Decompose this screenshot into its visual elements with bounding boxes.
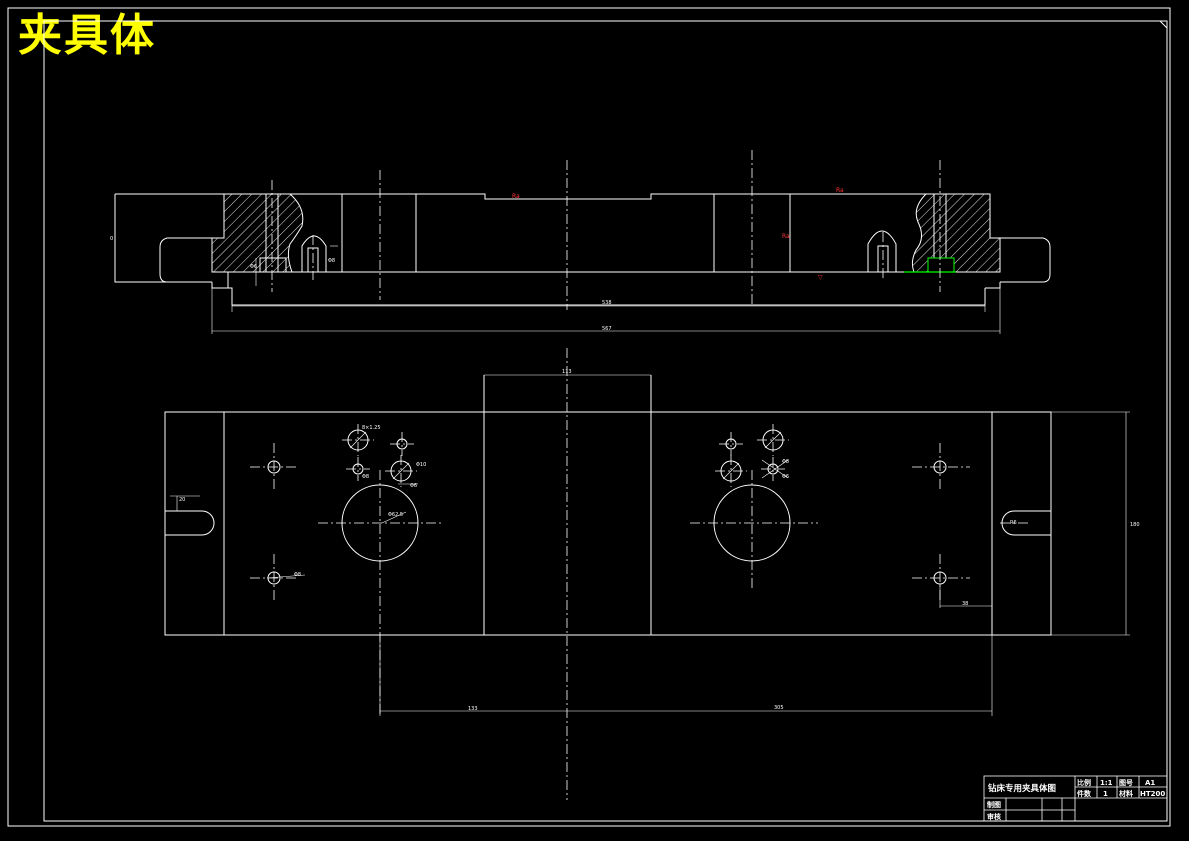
mounting-holes <box>250 443 970 602</box>
dim-hole-mount: Φ8 <box>294 572 301 578</box>
dim-pin-left: Φ8 <box>328 258 335 264</box>
section-view: 538 567 0 Φ8 Φ6 Ra Ra Ra ▽ <box>110 150 1051 334</box>
roughness-mark-2: Ra <box>836 187 844 194</box>
tb-drawing-name: 钻床专用夹具体图 <box>988 783 1056 794</box>
right-hatched-section <box>911 193 1001 273</box>
dim-left-offset: 133 <box>468 706 478 712</box>
roughness-mark-3: Ra <box>782 233 790 240</box>
right-pin-pocket <box>867 230 897 272</box>
left-pin-pocket <box>301 235 327 272</box>
tb-checked-label: 审核 <box>987 812 1001 821</box>
dim-height: 0 <box>110 236 113 242</box>
dim-hole-c-right: Φ8 <box>782 459 789 465</box>
tb-drawn-label: 制图 <box>987 800 1001 809</box>
tb-material-label: 材料 <box>1118 789 1133 798</box>
right-counterbore <box>927 257 955 273</box>
dim-hole-b-left: Φ10 <box>416 462 426 468</box>
dim-hole-c-left: Φ8 <box>362 474 369 480</box>
left-hole-group: 8×1.25 Φ8 Φ10 Φ6 <box>342 424 426 489</box>
left-slot <box>165 510 215 536</box>
dim-edge-offset: 38 <box>962 601 968 607</box>
left-hatched-section <box>211 193 304 273</box>
plan-view: Φ62.5 8×1.2 <box>164 348 1140 800</box>
dim-counterbore-left: Φ6 <box>250 264 257 270</box>
sheet-inner-border <box>43 20 1168 822</box>
right-hole-group: Φ8 Φ6 <box>715 424 789 487</box>
plan-outline <box>164 411 1052 636</box>
tb-qty-value: 1 <box>1103 790 1108 798</box>
dim-hole-d-right: Φ6 <box>782 474 789 480</box>
dim-center-width: 113 <box>562 369 572 375</box>
tb-scale-value: 1:1 <box>1100 779 1113 787</box>
dim-bore: Φ62.5 <box>388 512 403 518</box>
tb-material-value: HT200 <box>1140 790 1165 798</box>
tb-scale-label: 比例 <box>1077 778 1091 787</box>
title-block: 钻床专用夹具体图 比例 1:1 图号 A1 件数 1 材料 HT200 制图 审… <box>983 775 1168 822</box>
dim-center-distance: 305 <box>774 705 784 711</box>
corner-tick <box>1159 20 1168 29</box>
dim-slot-width: 20 <box>179 497 185 503</box>
left-ear <box>159 237 212 283</box>
roughness-mark-1: Ra <box>512 193 520 200</box>
tb-sheet-value: A1 <box>1145 779 1155 787</box>
sheet-outer-border <box>7 7 1171 827</box>
roughness-mark-4: ▽ <box>818 274 823 281</box>
dim-overall-length: 567 <box>602 326 612 332</box>
dim-hole-d-left: Φ6 <box>410 483 417 489</box>
tb-qty-label: 件数 <box>1077 789 1092 798</box>
tb-sheet-label: 图号 <box>1119 778 1133 787</box>
dim-slot-radius: R6 <box>1010 520 1017 526</box>
dim-inner-length: 538 <box>602 300 612 306</box>
dim-hole-a: 8×1.25 <box>362 425 381 431</box>
left-counterbore <box>259 257 287 273</box>
dim-overall-height: 180 <box>1130 522 1140 528</box>
